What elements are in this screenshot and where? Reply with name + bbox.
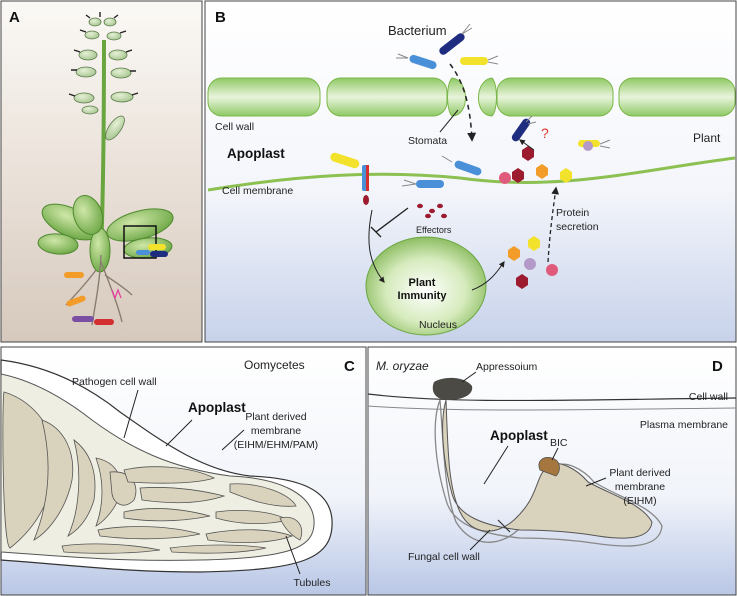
stomata-leader	[439, 109, 459, 133]
d-plant-derived-label-1: Plant derived	[609, 467, 670, 479]
panel-d-letter: D	[712, 358, 723, 375]
secretion-arrow	[547, 186, 560, 263]
bic	[538, 457, 560, 477]
pathogen-cell-wall-leader	[123, 389, 139, 439]
signal-arrow	[368, 209, 385, 283]
stomata-label: Stomata	[408, 135, 447, 147]
c-plant-derived-leader	[221, 429, 245, 451]
flower-buds	[73, 17, 134, 141]
pathogen-cell-wall-label: Pathogen cell wall	[72, 376, 157, 388]
c-plant-derived-label-3: (EIHM/EHM/PAM)	[234, 439, 318, 451]
protein-secretion-label-2: secretion	[556, 221, 599, 233]
appressorium	[432, 377, 473, 400]
cell-membrane-label: Cell membrane	[222, 185, 293, 197]
c-apoplast-leader	[165, 419, 193, 447]
plant-label: Plant	[693, 131, 721, 145]
d-plant-derived-leader	[585, 477, 607, 487]
panel-a-letter: A	[9, 9, 20, 26]
appressoium-label: Appressoium	[476, 361, 538, 373]
bacteria-top	[396, 23, 499, 70]
panel-c: C Oomycetes Pathogen cell wall Apoplast	[0, 346, 367, 596]
d-apoplast-label: Apoplast	[490, 428, 548, 443]
nucleus	[365, 236, 487, 336]
panel-b: B Cell wall Stomata Plant Bacterium Apop…	[204, 0, 737, 343]
apoplast-label: Apoplast	[227, 146, 285, 161]
inhibition-bar	[370, 226, 382, 238]
d-plasma-membrane-label: Plasma membrane	[640, 419, 728, 431]
plant-cells	[207, 77, 736, 117]
effector-dots	[417, 203, 447, 219]
membrane-receptor	[330, 152, 369, 205]
plant-immunity-label-1: Plant	[409, 277, 436, 289]
tubules-leader	[285, 535, 301, 575]
panel-d: D M. oryzae Cell wall Plasma membrane Ap…	[367, 346, 737, 596]
bic-leader	[551, 447, 559, 461]
question-mark: ?	[541, 125, 549, 141]
effectors-label: Effectors	[416, 225, 452, 235]
inhibition-line	[375, 207, 409, 233]
bacterium-membrane	[401, 179, 444, 188]
c-apoplast-label: Apoplast	[188, 400, 246, 415]
septum	[497, 519, 511, 533]
bacterium-apoplast	[441, 115, 611, 176]
d-plant-derived-label-2: membrane	[615, 481, 665, 493]
tubules-label: Tubules	[294, 577, 331, 589]
immunity-arrow	[471, 261, 505, 291]
panel-a: A	[0, 0, 203, 343]
stomata	[447, 77, 497, 117]
cell-membrane	[207, 156, 736, 192]
zoom-box	[123, 225, 157, 259]
cell-wall-label: Cell wall	[215, 121, 254, 133]
secreted-proteins-upper: ?	[499, 125, 572, 184]
panel-b-letter: B	[215, 9, 226, 26]
organism-label: M. oryzae	[376, 359, 429, 373]
oomycetes-label: Oomycetes	[244, 358, 305, 372]
c-plant-derived-label-1: Plant derived	[245, 411, 306, 423]
d-plant-derived-membrane	[434, 399, 663, 547]
bud-tips	[68, 12, 139, 97]
protein-secretion-label-1: Protein	[556, 207, 589, 219]
fungal-cell-wall-leader	[469, 529, 491, 551]
d-apoplast-leader	[483, 445, 509, 485]
bacterium-label: Bacterium	[388, 23, 447, 38]
root-microbes	[64, 272, 122, 325]
tubules	[2, 391, 303, 554]
bic-label: BIC	[550, 437, 568, 449]
d-plasma-membrane	[367, 405, 737, 411]
d-plant-derived-label-3: (EIHM)	[623, 495, 656, 507]
secreted-proteins-lower	[508, 236, 558, 289]
leaf-bacteria	[136, 244, 168, 257]
c-plant-derived-label-2: membrane	[251, 425, 301, 437]
plant-immunity-label-2: Immunity	[398, 290, 448, 302]
panel-c-letter: C	[344, 358, 355, 375]
appressoium-leader	[461, 371, 477, 383]
nucleus-label: Nucleus	[419, 319, 457, 331]
d-cell-wall-label: Cell wall	[689, 391, 728, 403]
fungal-cell-wall-label: Fungal cell wall	[408, 551, 480, 563]
d-cell-wall	[367, 393, 737, 402]
